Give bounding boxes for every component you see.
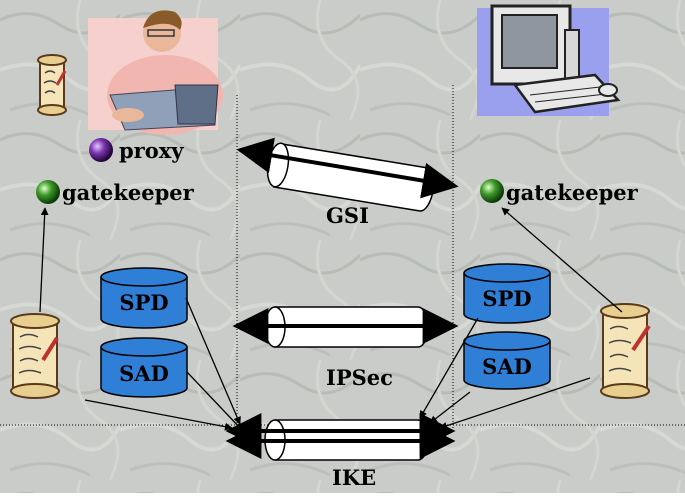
spd-right-database: SPD (463, 263, 551, 324)
trust-arrows (39, 207, 623, 431)
ipsec-label: IPSec (326, 365, 393, 390)
certificate-scroll-icon (600, 303, 651, 399)
ipsec-channel (232, 306, 459, 348)
gatekeeper-orb-icon (36, 180, 60, 204)
proxy-orb-icon (89, 138, 113, 162)
ike-channel (225, 413, 456, 461)
certificate-scroll-icon (10, 313, 60, 399)
gsi-label: GSI (326, 203, 369, 228)
spd-left-label: SPD (119, 290, 168, 315)
sad-right-database: SAD (463, 331, 551, 390)
sad-right-label: SAD (482, 354, 532, 379)
gatekeeper-right-label: gatekeeper (506, 180, 638, 205)
spd-right-label: SPD (482, 286, 531, 311)
gatekeeper-left-label: gatekeeper (62, 180, 194, 205)
gsi-channel (236, 137, 459, 212)
certificate-scroll-icon (37, 54, 67, 116)
sad-left-label: SAD (119, 361, 169, 386)
desktop-computer-icon (477, 4, 621, 116)
spd-left-database: SPD (100, 267, 188, 329)
proxy-label: proxy (119, 138, 184, 163)
sad-left-database: SAD (100, 337, 188, 398)
user-at-laptop-icon (88, 10, 223, 135)
ike-label: IKE (332, 465, 377, 490)
gatekeeper-orb-icon (480, 179, 504, 203)
